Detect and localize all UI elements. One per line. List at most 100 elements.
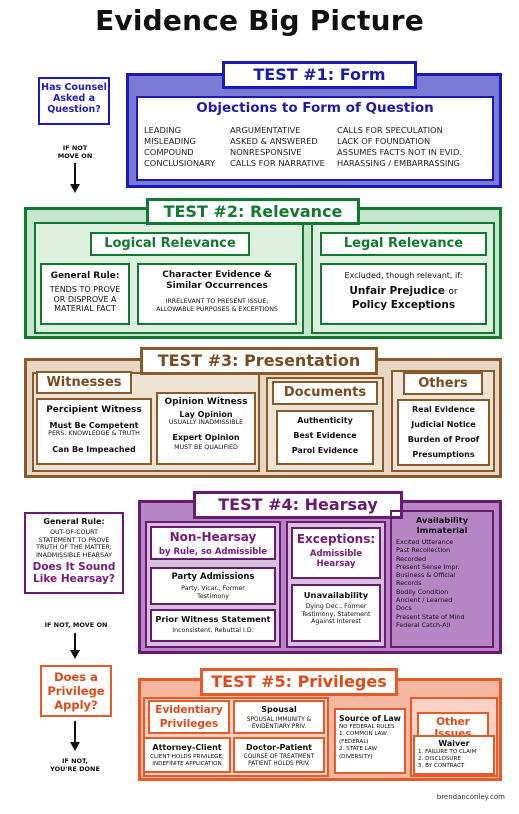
availability-immaterial-title: Availability Immaterial (415, 515, 469, 535)
source-of-law-box: Source of Law NO FEDERAL RULES 1. COMMON… (334, 708, 406, 774)
policy-exceptions-label: Policy Exceptions (351, 298, 456, 311)
doctor-patient-text: COURSE OF TREATMENT PATIENT HOLDS PRIV. (243, 754, 315, 767)
lay-opinion: Lay Opinion (179, 410, 233, 419)
character-evidence-box: Character Evidence & Similar Occurrences… (137, 263, 297, 325)
page-title: Evidence Big Picture (95, 4, 424, 37)
non-hearsay-title: Non-Hearsay (169, 530, 257, 544)
parol-evidence: Parol Evidence (291, 446, 359, 455)
counsel-question-box: Has Counsel Asked a Question? (38, 77, 110, 125)
prior-witness-title: Prior Witness Statement (155, 614, 271, 624)
exceptions-title-box: Exceptions: Admissible Hearsay (291, 527, 381, 579)
witnesses-title: Witnesses (36, 371, 132, 394)
spousal-box: Spousal SPOUSAL IMMUNITY & EVIDENTIARY P… (233, 700, 325, 734)
spousal-text: SPOUSAL IMMUNITY & EVIDENTIARY PRIV. (246, 717, 312, 730)
test1-objections-col3: CALLS FOR SPECULATION LACK OF FOUNDATION… (337, 125, 463, 168)
flow-arrow-line-3 (74, 721, 76, 743)
privilege-question-box: Does a Privilege Apply? (40, 665, 112, 717)
flow-arrow-head-1 (70, 184, 80, 193)
counsel-question-text: Has Counsel Asked a Question? (41, 82, 107, 115)
credit-text: brendanconley.com (436, 793, 505, 801)
waiver-text: 1. FAILURE TO CLAIM 2. DISCLOSURE 3. BY … (418, 749, 477, 770)
test1-inner-box (136, 96, 494, 181)
logical-relevance-title: Logical Relevance (90, 232, 250, 256)
hearsay-general-rule-box: General Rule: OUT-OF-COURT STATEMENT TO … (24, 512, 124, 594)
test1-subtitle: Objections to Form of Question (196, 100, 434, 116)
real-evidence: Real Evidence (412, 405, 475, 414)
waiver-title: Waiver (438, 739, 470, 748)
test1-objections-col1: LEADING MISLEADING COMPOUND CONCLUSIONAR… (144, 125, 216, 168)
others-list-box: Real Evidence Judicial Notice Burden of … (397, 399, 490, 466)
can-be-impeached: Can Be Impeached (52, 444, 136, 454)
test5-title: TEST #5: Privileges (200, 668, 398, 696)
must-be-competent: Must Be Competent (49, 421, 139, 430)
evidentiary-privileges-title: Evidentiary Privileges (155, 704, 223, 730)
hearsay-general-rule-title: General Rule: (43, 517, 105, 526)
best-evidence: Best Evidence (293, 431, 357, 440)
prior-witness-text: Inconsistent, Rebuttal I.D. (172, 627, 254, 634)
test3-title: TEST #3: Presentation (140, 347, 378, 375)
percipient-witness-box: Percipient Witness Must Be Competent PER… (36, 398, 152, 465)
unavailability-box: Unavailability Dying Dec., Former Testim… (291, 584, 381, 642)
non-hearsay-title-box: Non-Hearsay by Rule, so Admissible (150, 526, 276, 560)
source-of-law-title: Source of Law (339, 714, 401, 723)
judicial-notice: Judicial Notice (411, 420, 476, 429)
attorney-client-text: CLIENT HOLDS PRIVILEGE; INDEFINITE APPLI… (150, 754, 224, 767)
party-admissions-box: Party Admissions Party, Vicar., Former T… (150, 567, 276, 605)
source-of-law-text: NO FEDERAL RULES 1. COMMON LAW (FEDERAL)… (339, 724, 395, 760)
exceptions-sub: Admissible Hearsay (309, 549, 363, 569)
documents-list-box: Authenticity Best Evidence Parol Evidenc… (276, 410, 374, 465)
flow-arrow-head-2 (70, 650, 80, 659)
test1-objections-col2: ARGUMENTATIVE ASKED & ANSWERED NONRESPON… (230, 125, 325, 168)
character-evidence-title: Character Evidence & Similar Occurrences (162, 270, 272, 291)
attorney-client-title: Attorney-Client (152, 743, 222, 752)
sound-like-hearsay: Does It Sound Like Hearsay? (32, 561, 116, 586)
authenticity: Authenticity (297, 416, 353, 425)
relevance-general-rule-box: General Rule: TENDS TO PROVE OR DISPROVE… (40, 263, 130, 325)
exceptions-title: Exceptions: (296, 532, 376, 546)
burden-of-proof: Burden of Proof (407, 435, 480, 444)
excluded-relevant-box: Excluded, though relevant, if: Unfair Pr… (320, 263, 487, 325)
relevance-general-rule-text: TENDS TO PROVE OR DISPROVE A MATERIAL FA… (49, 285, 121, 313)
test4-title: TEST #4: Hearsay (193, 491, 403, 519)
opinion-witness-title: Opinion Witness (164, 397, 248, 407)
usually-inadmissible: USUALLY INADMISSIBLE (168, 419, 244, 426)
doctor-patient-title: Doctor-Patient (245, 743, 313, 752)
doctor-patient-box: Doctor-Patient COURSE OF TREATMENT PATIE… (233, 737, 325, 773)
others-title: Others (403, 372, 483, 395)
non-hearsay-sub: by Rule, so Admissible (158, 547, 268, 557)
test1-title: TEST #1: Form (222, 61, 417, 89)
unavailability-text: Dying Dec., Former Testimony, Statement … (301, 603, 371, 626)
expert-opinion: Expert Opinion (172, 432, 240, 442)
party-admissions-text: Party, Vicar., Former Testimony (181, 585, 245, 600)
if-not-move-on-label-2: IF NOT, MOVE ON (44, 621, 108, 629)
prior-witness-statement-box: Prior Witness Statement Inconsistent, Re… (150, 609, 276, 642)
test2-title: TEST #2: Relevance (146, 198, 360, 225)
if-not-done-label: IF NOT, YOU'RE DONE (50, 757, 100, 773)
pers-knowledge-truth: PERS. KNOWLEDGE & TRUTH (48, 430, 140, 437)
relevance-general-rule-title: General Rule: (50, 271, 120, 281)
percipient-witness-title: Percipient Witness (46, 405, 142, 415)
party-admissions-title: Party Admissions (171, 572, 255, 582)
hearsay-general-rule-text: OUT-OF-COURT STATEMENT TO PROVE TRUTH OF… (36, 529, 112, 559)
must-be-qualified: MUST BE QUALIFIED (174, 443, 238, 451)
evidentiary-privileges-title-box: Evidentiary Privileges (148, 700, 230, 734)
availability-immaterial-box: Availability Immaterial Excited Utteranc… (390, 510, 494, 648)
documents-title: Documents (272, 381, 378, 405)
unavailability-title: Unavailability (303, 590, 369, 600)
presumptions: Presumptions (412, 450, 475, 459)
privilege-question-text: Does a Privilege Apply? (47, 670, 105, 712)
waiver-box: Waiver 1. FAILURE TO CLAIM 2. DISCLOSURE… (413, 735, 495, 775)
flow-arrow-line-1 (74, 163, 76, 185)
unfair-prejudice-label: Unfair Prejudice (349, 284, 446, 297)
availability-immaterial-list: Excited Utterance Past Recollection Reco… (396, 538, 465, 629)
character-evidence-text: IRRELEVANT TO PRESENT ISSUE; ALLOWABLE P… (156, 298, 278, 313)
flow-arrow-head-3 (70, 742, 80, 751)
flow-arrow-line-2 (74, 633, 76, 651)
if-not-move-on-label: IF NOT MOVE ON (57, 144, 93, 160)
excluded-text: Excluded, though relevant, if: (344, 271, 463, 280)
attorney-client-box: Attorney-Client CLIENT HOLDS PRIVILEGE; … (143, 737, 231, 773)
opinion-witness-box: Opinion Witness Lay Opinion USUALLY INAD… (156, 392, 256, 465)
legal-relevance-title: Legal Relevance (320, 232, 487, 256)
spousal-title: Spousal (261, 705, 297, 714)
or-word: or (448, 286, 458, 297)
